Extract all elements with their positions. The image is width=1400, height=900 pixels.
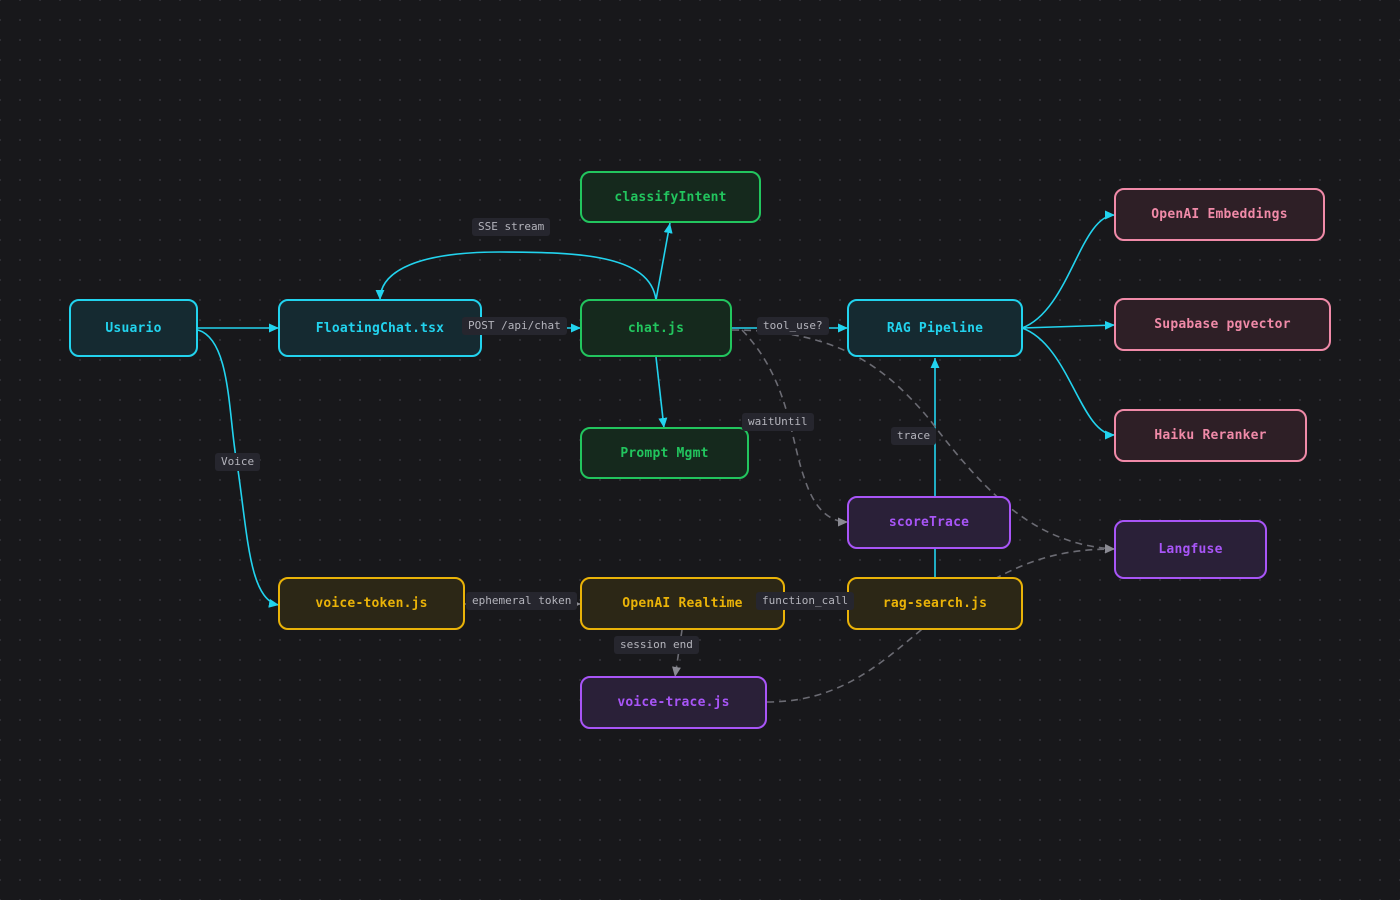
node-voicetoken[interactable]: voice-token.js — [278, 577, 465, 630]
node-haiku-reranker[interactable]: Haiku Reranker — [1114, 409, 1307, 462]
edge-rag-supabase — [1021, 320, 1116, 330]
node-openai-realtime[interactable]: OpenAI Realtime — [580, 577, 785, 630]
edge-label-post-api-chat: POST /api/chat — [462, 317, 567, 335]
edge-chatjs-floatingchat-sse — [375, 251, 657, 301]
edge-chatjs-scoretrace — [741, 329, 849, 527]
node-promptmgmt[interactable]: Prompt Mgmt — [580, 427, 749, 479]
edge-label-ephemeral-token: ephemeral token — [466, 592, 578, 610]
edge-chatjs-classifyintent — [655, 222, 673, 301]
edge-label-trace: trace — [891, 427, 937, 445]
node-floatingchat[interactable]: FloatingChat.tsx — [278, 299, 482, 357]
edge-label-sse-stream: SSE stream — [472, 218, 551, 236]
node-scoretrace[interactable]: scoreTrace — [847, 496, 1011, 549]
edge-label-session-end: session end — [614, 636, 699, 654]
edge-label-voice: Voice — [215, 453, 261, 471]
edge-label-tool-use: tool_use? — [757, 317, 829, 335]
node-supabase-pgvector[interactable]: Supabase pgvector — [1114, 298, 1331, 351]
node-classifyintent[interactable]: classifyIntent — [580, 171, 761, 223]
edge-label-function-call: function_call — [756, 592, 855, 610]
edge-rag-haiku — [1021, 327, 1116, 440]
node-voicetrace[interactable]: voice-trace.js — [580, 676, 767, 729]
node-chatjs[interactable]: chat.js — [580, 299, 732, 357]
node-ragsearch[interactable]: rag-search.js — [847, 577, 1023, 630]
edge-rag-embeddings — [1021, 210, 1116, 329]
edge-chatjs-promptmgmt — [655, 356, 668, 429]
node-ragpipeline[interactable]: RAG Pipeline — [847, 299, 1023, 357]
edge-label-wait-until: waitUntil — [742, 413, 814, 431]
node-openai-embeddings[interactable]: OpenAI Embeddings — [1114, 188, 1325, 241]
node-langfuse[interactable]: Langfuse — [1114, 520, 1267, 579]
node-usuario[interactable]: Usuario — [69, 299, 198, 357]
edge-realtime-voicetrace — [672, 629, 683, 678]
